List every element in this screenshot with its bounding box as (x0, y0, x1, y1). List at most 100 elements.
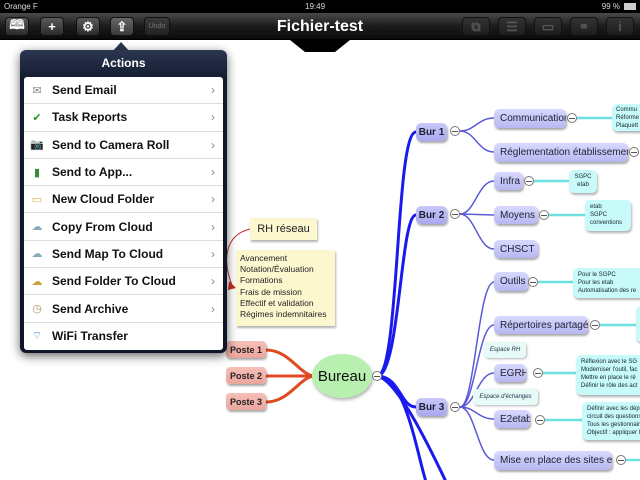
info-icon: i (618, 19, 622, 34)
action-label: Copy From Cloud (52, 219, 153, 234)
infra-note[interactable]: SGPC etab (569, 170, 597, 193)
central-topic[interactable]: Bureau (312, 354, 372, 398)
chevron-right-icon: › (211, 274, 215, 289)
email-icon: ✉ (32, 84, 42, 97)
cloud-upload-map-icon: ☁ (31, 248, 43, 261)
poste-3-topic[interactable]: Poste 3 (226, 393, 266, 410)
rh-reseau-topic[interactable]: RH réseau (250, 218, 317, 240)
espace-echanges-callout[interactable]: Espace d'échanges (473, 389, 538, 405)
mind-map-canvas[interactable]: RH réseau Avancement Notation/Évaluation… (0, 41, 640, 480)
chevron-right-icon: › (211, 137, 215, 152)
app-icon: ▮ (33, 166, 41, 179)
collapse-icon[interactable] (524, 176, 534, 186)
chevron-right-icon: › (211, 110, 215, 125)
action-new-cloud-folder[interactable]: ▭New Cloud Folder› (24, 186, 223, 214)
gear-icon: ⚙ (82, 18, 94, 34)
reglementation-topic[interactable]: Réglementation établissement (494, 143, 628, 162)
book-button[interactable]: 🕮 (5, 17, 29, 36)
share-icon: ⇪ (116, 18, 128, 34)
collapse-icon[interactable] (535, 415, 545, 425)
outils-topic[interactable]: Outils (494, 272, 528, 291)
collapse-icon[interactable] (539, 210, 549, 220)
repertoires-topic[interactable]: Répertoires partagés (494, 316, 588, 334)
note-line: Réforme (616, 115, 640, 121)
add-button[interactable]: + (40, 17, 64, 36)
wifi-icon: ⌔ (31, 330, 43, 343)
clock: 19:49 (305, 2, 326, 11)
moyens-topic[interactable]: Moyens (494, 206, 538, 224)
collapse-icon[interactable] (533, 368, 543, 378)
note-line: Définir le rôle des act (581, 383, 638, 389)
action-wifi-transfer[interactable]: ⌔WiFi Transfer (24, 323, 223, 350)
egrh-note[interactable]: Réflexion avec le SG Moderniser l'outil,… (576, 355, 640, 395)
communication-topic[interactable]: Communication (494, 109, 566, 128)
poste-1-topic[interactable]: Poste 1 (226, 341, 266, 358)
note-line: Automatisation des re (578, 288, 637, 294)
note-line: Commu (616, 107, 638, 113)
chevron-right-icon: › (211, 219, 215, 234)
outils-note[interactable]: Pour le SGPC Pour les etab Automatisatio… (573, 268, 640, 298)
cloud-download-icon: ☁ (31, 221, 43, 234)
note-line: Pour le SGPC (578, 272, 616, 278)
rh-note[interactable]: Avancement Notation/Évaluation Formation… (236, 250, 335, 326)
action-label: Send Map To Cloud (52, 246, 164, 261)
action-send-folder-to-cloud[interactable]: ☁Send Folder To Cloud› (24, 268, 223, 296)
comment-icon: ▭ (541, 18, 555, 34)
note-line: SGPC (574, 174, 592, 180)
note-line: Définir avec les dépa (587, 406, 640, 412)
bur3-topic[interactable]: Bur 3 (416, 398, 447, 416)
action-copy-from-cloud[interactable]: ☁ Copy From Cloud › (24, 213, 223, 241)
note-line: circuit des questions (587, 414, 640, 420)
comment-button[interactable]: ▭ (534, 17, 562, 36)
e2etab-note[interactable]: Définir avec les dépa circuit des questi… (582, 402, 640, 440)
note-line: SGPC (590, 212, 608, 218)
map-handle-tab[interactable] (290, 40, 350, 52)
collapse-icon[interactable] (450, 402, 460, 412)
action-send-email[interactable]: ✉Send Email› (24, 77, 223, 105)
info-button[interactable]: i (606, 17, 634, 36)
camera-icon: 📷 (30, 139, 44, 152)
collapse-icon[interactable] (590, 320, 600, 330)
repertoires-note[interactable] (636, 306, 640, 342)
bur1-topic[interactable]: Bur 1 (416, 123, 447, 141)
collapse-icon[interactable] (629, 147, 639, 157)
topic-button[interactable]: ⧉ (462, 17, 490, 36)
collapse-icon[interactable] (616, 455, 626, 465)
poste-2-topic[interactable]: Poste 2 (226, 367, 266, 384)
archive-icon: ◷ (32, 303, 42, 316)
collapse-icon[interactable] (528, 277, 538, 287)
sites-etab-topic[interactable]: Mise en place des sites etab (494, 451, 612, 470)
share-button[interactable]: ⇪ (110, 17, 134, 36)
action-send-camera-roll[interactable]: 📷Send to Camera Roll› (24, 132, 223, 159)
communication-note[interactable]: Commu Réforme Plaquett (612, 104, 640, 131)
subtopic-button[interactable]: ☰ (498, 17, 526, 36)
link-button[interactable]: ⚭ (570, 17, 598, 36)
collapse-icon[interactable] (450, 209, 460, 219)
moyens-note[interactable]: etab SGPC conventions (585, 200, 631, 231)
note-line: conventions (590, 220, 623, 226)
collapse-icon[interactable] (450, 126, 460, 136)
toolbar: 🕮 + ⚙ ⇪ Undo ⧉ ☰ ▭ ⚭ i (0, 13, 640, 40)
bur2-topic[interactable]: Bur 2 (416, 206, 447, 224)
action-send-archive[interactable]: ◷Send Archive› (24, 295, 223, 323)
espace-rh-callout[interactable]: Espace RH (484, 342, 526, 358)
actions-list: ✉Send Email› ✔Task Reports› 📷Send to Cam… (24, 77, 223, 350)
popover-title: Actions (101, 56, 146, 70)
egrh-topic[interactable]: EGRH (494, 364, 526, 382)
collapse-icon[interactable] (372, 371, 382, 381)
undo-button[interactable]: Undo (144, 17, 170, 36)
note-line: Plaquett (616, 123, 639, 129)
cloud-upload-folder-icon: ☁ (31, 275, 43, 288)
e2etab-topic[interactable]: E2etab (494, 410, 530, 428)
infra-topic[interactable]: Infra (494, 172, 523, 190)
action-label: New Cloud Folder (52, 192, 154, 207)
action-send-to-app[interactable]: ▮Send to App...› (24, 159, 223, 187)
action-task-reports[interactable]: ✔Task Reports› (24, 104, 223, 132)
action-send-map-to-cloud[interactable]: ☁Send Map To Cloud› (24, 241, 223, 269)
link-icon: ⚭ (578, 18, 590, 34)
chsct-topic[interactable]: CHSCT (494, 240, 538, 258)
settings-button[interactable]: ⚙ (76, 17, 100, 36)
collapse-icon[interactable] (567, 113, 577, 123)
chevron-right-icon: › (211, 83, 215, 98)
carrier: Orange F (4, 2, 38, 11)
